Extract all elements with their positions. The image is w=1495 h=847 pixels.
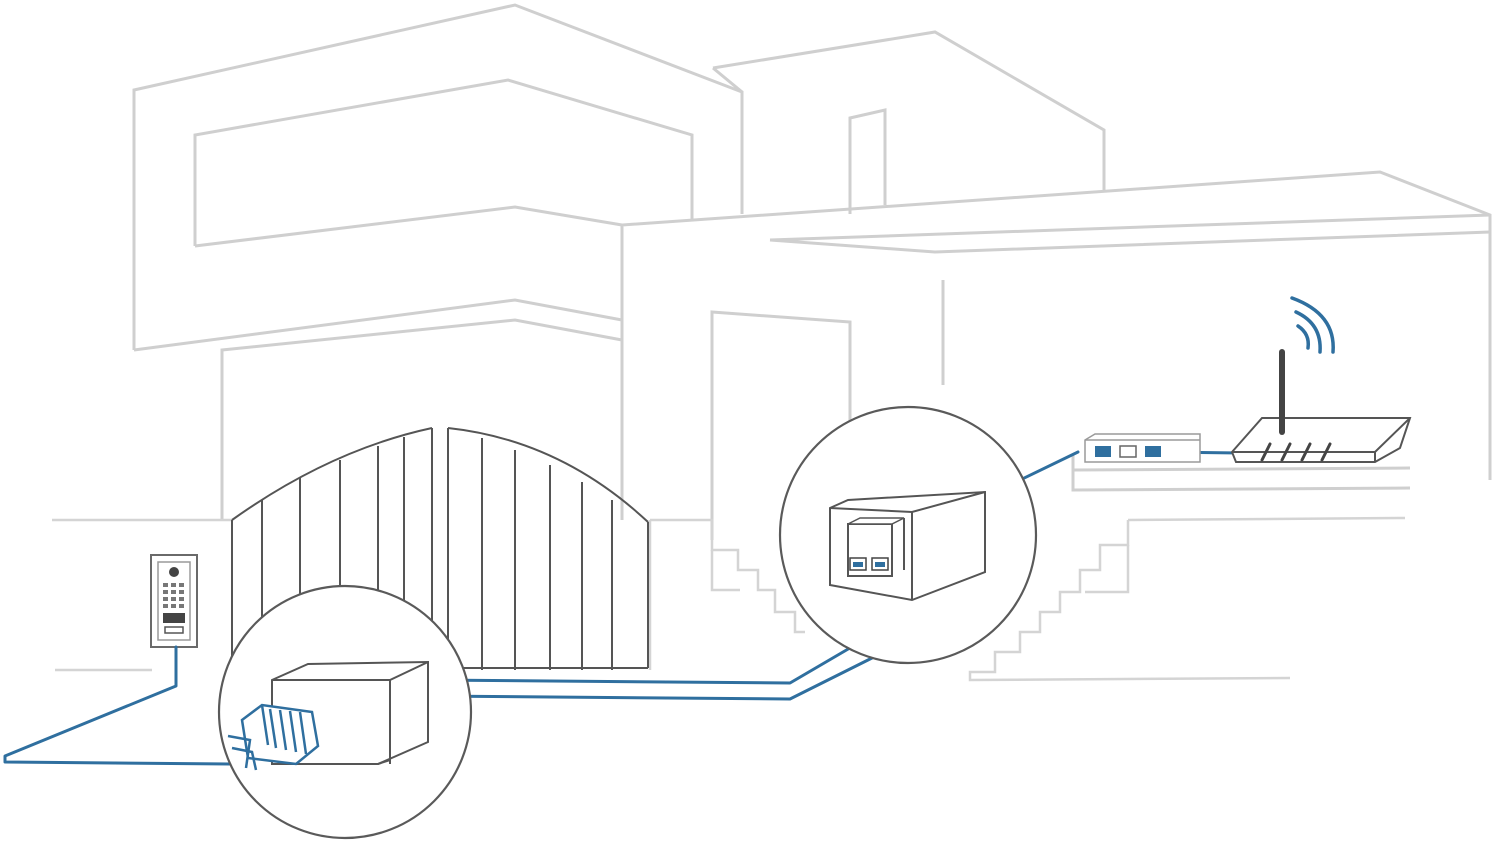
- wifi-signal-icon: [1290, 296, 1335, 354]
- poe-switch-icon: [829, 490, 986, 602]
- poe-switch-zoom: [778, 405, 1038, 665]
- ethernet-plug-icon: [227, 703, 320, 771]
- poe-injector-zoom: [217, 584, 473, 840]
- network-switch-icon: [1084, 433, 1201, 463]
- router-icon: [1230, 349, 1412, 463]
- house-outline: [52, 3, 1492, 682]
- door-station-icon: [150, 554, 198, 648]
